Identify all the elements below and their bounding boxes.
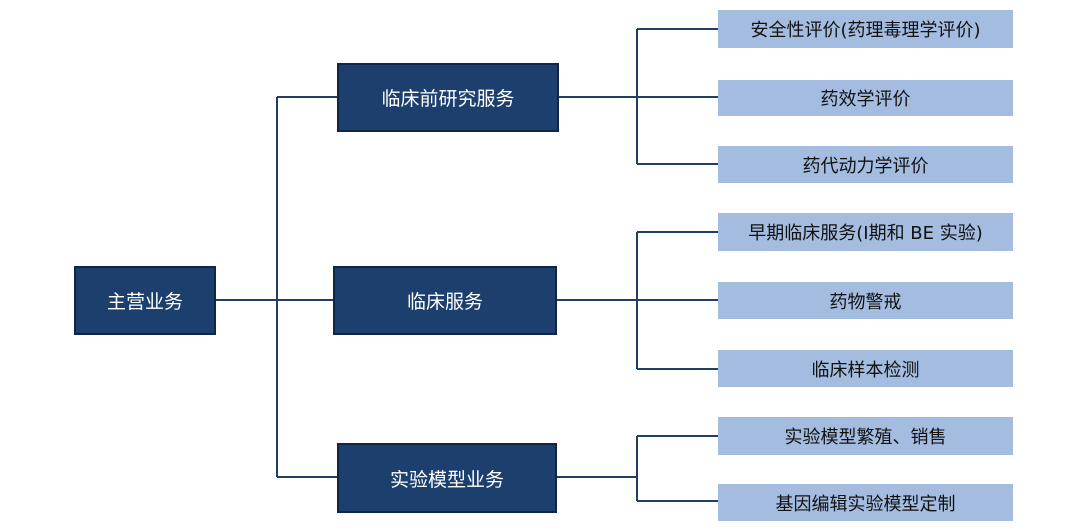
leaf-node: 药效学评价 bbox=[718, 80, 1013, 116]
leaf-node: 基因编辑实验模型定制 bbox=[718, 484, 1013, 521]
leaf-label: 安全性评价(药理毒理学评价) bbox=[750, 20, 981, 41]
leaf-label: 药效学评价 bbox=[820, 89, 911, 110]
leaf-node: 临床样本检测 bbox=[718, 350, 1013, 387]
leaf-node: 实验模型繁殖、销售 bbox=[718, 417, 1013, 455]
leaf-label: 药物警戒 bbox=[829, 291, 902, 313]
leaf-label: 基因编辑实验模型定制 bbox=[775, 493, 956, 515]
leaf-node: 药代动力学评价 bbox=[718, 146, 1013, 183]
leaf-label: 实验模型繁殖、销售 bbox=[784, 427, 947, 448]
leaf-node: 药物警戒 bbox=[718, 282, 1013, 319]
root-label: 主营业务 bbox=[106, 291, 183, 313]
branch-label: 实验模型业务 bbox=[389, 468, 504, 491]
branch-node-preclinical: 临床前研究服务 bbox=[337, 63, 559, 132]
leaf-label: 早期临床服务(Ⅰ期和 BE 实验) bbox=[748, 223, 983, 244]
branch-node-clinical: 临床服务 bbox=[333, 266, 557, 335]
root-node: 主营业务 bbox=[74, 266, 216, 335]
branch-label: 临床服务 bbox=[406, 291, 483, 313]
leaf-node: 早期临床服务(Ⅰ期和 BE 实验) bbox=[718, 213, 1013, 251]
branch-node-experimental-models: 实验模型业务 bbox=[337, 443, 557, 513]
leaf-node: 安全性评价(药理毒理学评价) bbox=[718, 10, 1013, 48]
leaf-label: 药代动力学评价 bbox=[802, 155, 929, 177]
branch-label: 临床前研究服务 bbox=[381, 88, 515, 110]
leaf-label: 临床样本检测 bbox=[811, 359, 920, 381]
